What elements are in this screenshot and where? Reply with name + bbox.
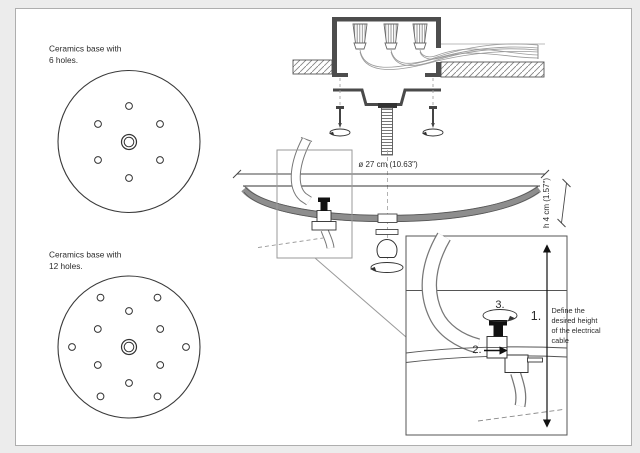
step2-label: 2. [472,344,481,356]
detail-cord-grip [486,320,543,408]
electrical-wires [359,43,539,70]
height-dimension: h 4 cm (1.57") [542,178,571,228]
note-line4: cable [552,336,569,345]
base6-holes [94,102,164,182]
note-line3: of the electrical [552,326,601,335]
detail-leader-line [314,257,407,338]
screw-right [422,78,444,137]
base-6-figure: Ceramics base with 6 holes. [49,44,201,214]
base-12-figure: Ceramics base with 12 holes. [49,250,201,419]
note-line2: desired height [552,316,598,325]
note-line1: Define the [552,306,585,315]
washer-plate [375,229,399,235]
height-label: h 4 cm (1.57") [542,178,551,228]
wire-nut-icon [412,23,428,50]
base12-center-grommet [120,338,138,356]
base12-caption-line1: Ceramics base with [49,250,122,260]
detail-cable-fill [422,233,480,353]
base6-center-grommet [120,133,138,151]
threaded-rod [381,107,393,156]
bowl-section-figure: ø 27 cm (10.63") h 4 cm (1.57") [232,137,571,338]
bowl-center-hole-piece [377,213,398,223]
detail-view-figure: 3. 2. 1. Define the desired height of th… [405,232,601,436]
base12-outline [57,275,201,419]
ceiling-hatch-right [440,61,545,78]
diameter-dimension: ø 27 cm (10.63") [232,160,550,179]
screw-left [329,78,351,137]
junction-box-walls [332,17,441,77]
diameter-label: ø 27 cm (10.63") [358,160,418,169]
base6-outline [57,69,201,214]
wire-nut-icon [383,23,399,50]
rotate-arrow-icon [482,309,518,322]
detail-dashed-baseline [477,409,564,422]
rotate-arrow-icon [329,128,351,137]
rotate-arrow-icon [370,262,404,273]
base12-caption-line2: 12 holes. [49,261,83,271]
ceiling-hatch-left [292,59,333,75]
wire-nut-icon [352,23,368,50]
junction-box-figure [292,17,545,156]
rotate-arrow-icon [422,128,444,137]
step1-note: Define the desired height of the electri… [552,306,601,345]
detail-source-frame [276,149,353,259]
base6-caption-line2: 6 holes. [49,55,78,65]
base12-holes [68,293,190,401]
step3-label: 3. [495,299,504,311]
wire-nut-icons [352,23,428,50]
step1-label: 1. [531,309,541,323]
cable-grip-assembly [257,137,337,249]
rod-nut [378,103,397,108]
base6-caption-line1: Ceramics base with [49,44,122,54]
lamp-socket [376,239,398,258]
